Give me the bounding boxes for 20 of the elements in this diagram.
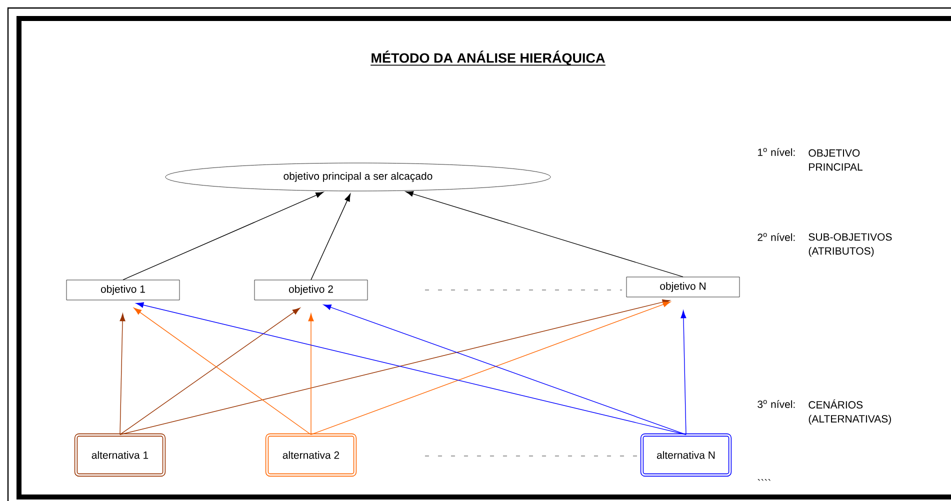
level-name: OBJETIVO PRINCIPAL [808, 149, 862, 171]
level-label: 3$^{o}$ nível: [758, 400, 795, 408]
arrow [308, 313, 314, 435]
objective-box: objetivo 2 [254, 280, 368, 300]
arrow [680, 310, 686, 435]
note: ```` [758, 479, 770, 481]
alternative-box: alternativa 1 [74, 433, 166, 477]
arrow [310, 194, 351, 280]
level-name: CENÁRIOS (ALTERNATIVAS) [808, 399, 891, 425]
alternative-box: alternativa N [640, 433, 732, 477]
objective-box: objetivo 1 [66, 280, 180, 300]
arrow [406, 191, 684, 278]
arrow [120, 313, 126, 435]
level-label: 1$^{o}$ nível: [758, 148, 795, 156]
objective-box: objetivo N [626, 276, 740, 298]
level-name: SUB-OBJETIVOS (ATRIBUTOS) [808, 233, 892, 257]
alternative-box: alternativa 2 [265, 433, 357, 477]
arrow [122, 192, 324, 280]
title: MÉTODO DA ANÁLISE HIERÁQUICA [370, 50, 606, 66]
level-label: 2$^{o}$ nível: [758, 232, 795, 242]
